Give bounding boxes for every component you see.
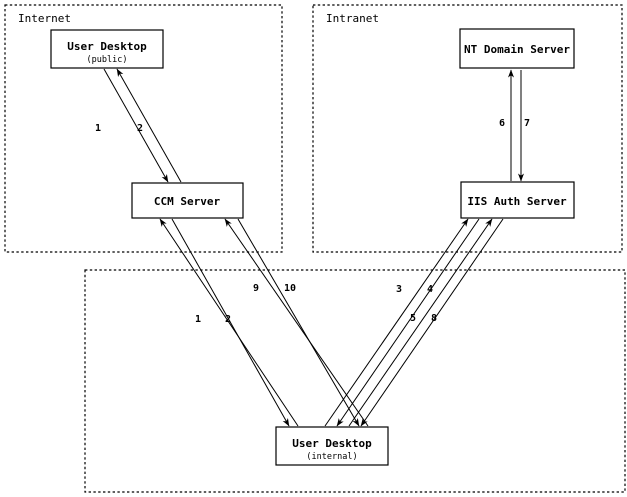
flow-arrow-step-3-user-desktop-internal-to-iis-auth-server <box>324 218 469 427</box>
flow-step-label-5-user-desktop-internal: 5 <box>410 313 416 324</box>
flow-step-label-6-iis-auth-server: 6 <box>499 118 505 129</box>
flow-step-label-2-ccm-server: 2 <box>137 123 143 134</box>
zone-boundary-intranet <box>312 4 623 253</box>
flow-step-label-2-ccm-server: 2 <box>225 314 231 325</box>
flow-step-label-1-user-desktop-public: 1 <box>95 123 101 134</box>
zone-boundary-internet <box>4 4 283 253</box>
node-box-ccm-server <box>131 182 244 219</box>
flow-step-label-7-nt-domain-server: 7 <box>524 118 530 129</box>
nodes-layer: User Desktop (public) CCM Server NT Domain … <box>50 28 575 466</box>
node-box-iis-auth-server <box>460 181 575 219</box>
node-box-nt-domain-server <box>459 28 575 69</box>
node-box-user-desktop-internal <box>275 426 389 466</box>
zone-label-internet: Internet <box>18 12 71 25</box>
flow-step-label-4-iis-auth-server: 4 <box>427 284 433 295</box>
node-title-nt-domain-server: NT Domain Server <box>464 43 570 56</box>
flow-step-label-8-iis-auth-server: 8 <box>431 313 437 324</box>
flow-arrow-step-4-iis-auth-server-to-user-desktop-internal <box>336 218 480 427</box>
flows-layer <box>103 68 524 427</box>
flow-arrow-step-1-user-desktop-public-to-ccm-server <box>103 68 169 183</box>
node-ccm-server: CCM Server <box>131 182 244 219</box>
node-box-user-desktop-public <box>50 29 164 69</box>
node-nt-domain-server: NT Domain Server <box>459 28 575 69</box>
flow-arrow-step-5-user-desktop-internal-to-iis-auth-server <box>348 218 493 427</box>
flow-step-label-10-ccm-server: 10 <box>284 283 296 294</box>
flow-arrow-step-10-ccm-server-to-user-desktop-internal <box>237 218 360 427</box>
flow-step-labels-layer: 1 2 1 2 9 10 3 4 5 8 6 7 <box>95 118 530 325</box>
zone-boundary-internal-lan <box>84 269 626 493</box>
flow-step-label-1-user-desktop-internal: 1 <box>195 314 201 325</box>
flow-arrow-step-2-ccm-server-to-user-desktop-internal <box>171 218 290 427</box>
node-subtitle-user-desktop-internal: (internal) <box>306 452 357 462</box>
flow-arrow-step-8-iis-auth-server-to-user-desktop-internal <box>360 218 504 427</box>
flow-step-label-3-user-desktop-internal: 3 <box>396 284 402 295</box>
flow-arrow-step-9-user-desktop-internal-to-ccm-server <box>224 218 369 427</box>
node-user-desktop-internal: User Desktop (internal) <box>275 426 389 466</box>
node-iis-auth-server: IIS Auth Server <box>460 181 575 219</box>
flow-arrow-step-2-ccm-server-to-user-desktop-public <box>116 68 182 183</box>
node-user-desktop-public: User Desktop (public) <box>50 29 164 69</box>
node-title-user-desktop-internal: User Desktop <box>292 437 372 450</box>
flow-arrow-step-1-user-desktop-internal-to-ccm-server <box>159 218 299 427</box>
node-title-user-desktop-public: User Desktop <box>67 40 147 53</box>
node-title-iis-auth-server: IIS Auth Server <box>467 195 567 208</box>
zone-label-intranet: Intranet <box>326 12 379 25</box>
node-title-ccm-server: CCM Server <box>154 195 221 208</box>
node-subtitle-user-desktop-public: (public) <box>87 55 128 65</box>
zones-layer: Internet Intranet <box>4 4 626 493</box>
flow-step-label-9-user-desktop-internal: 9 <box>253 283 259 294</box>
